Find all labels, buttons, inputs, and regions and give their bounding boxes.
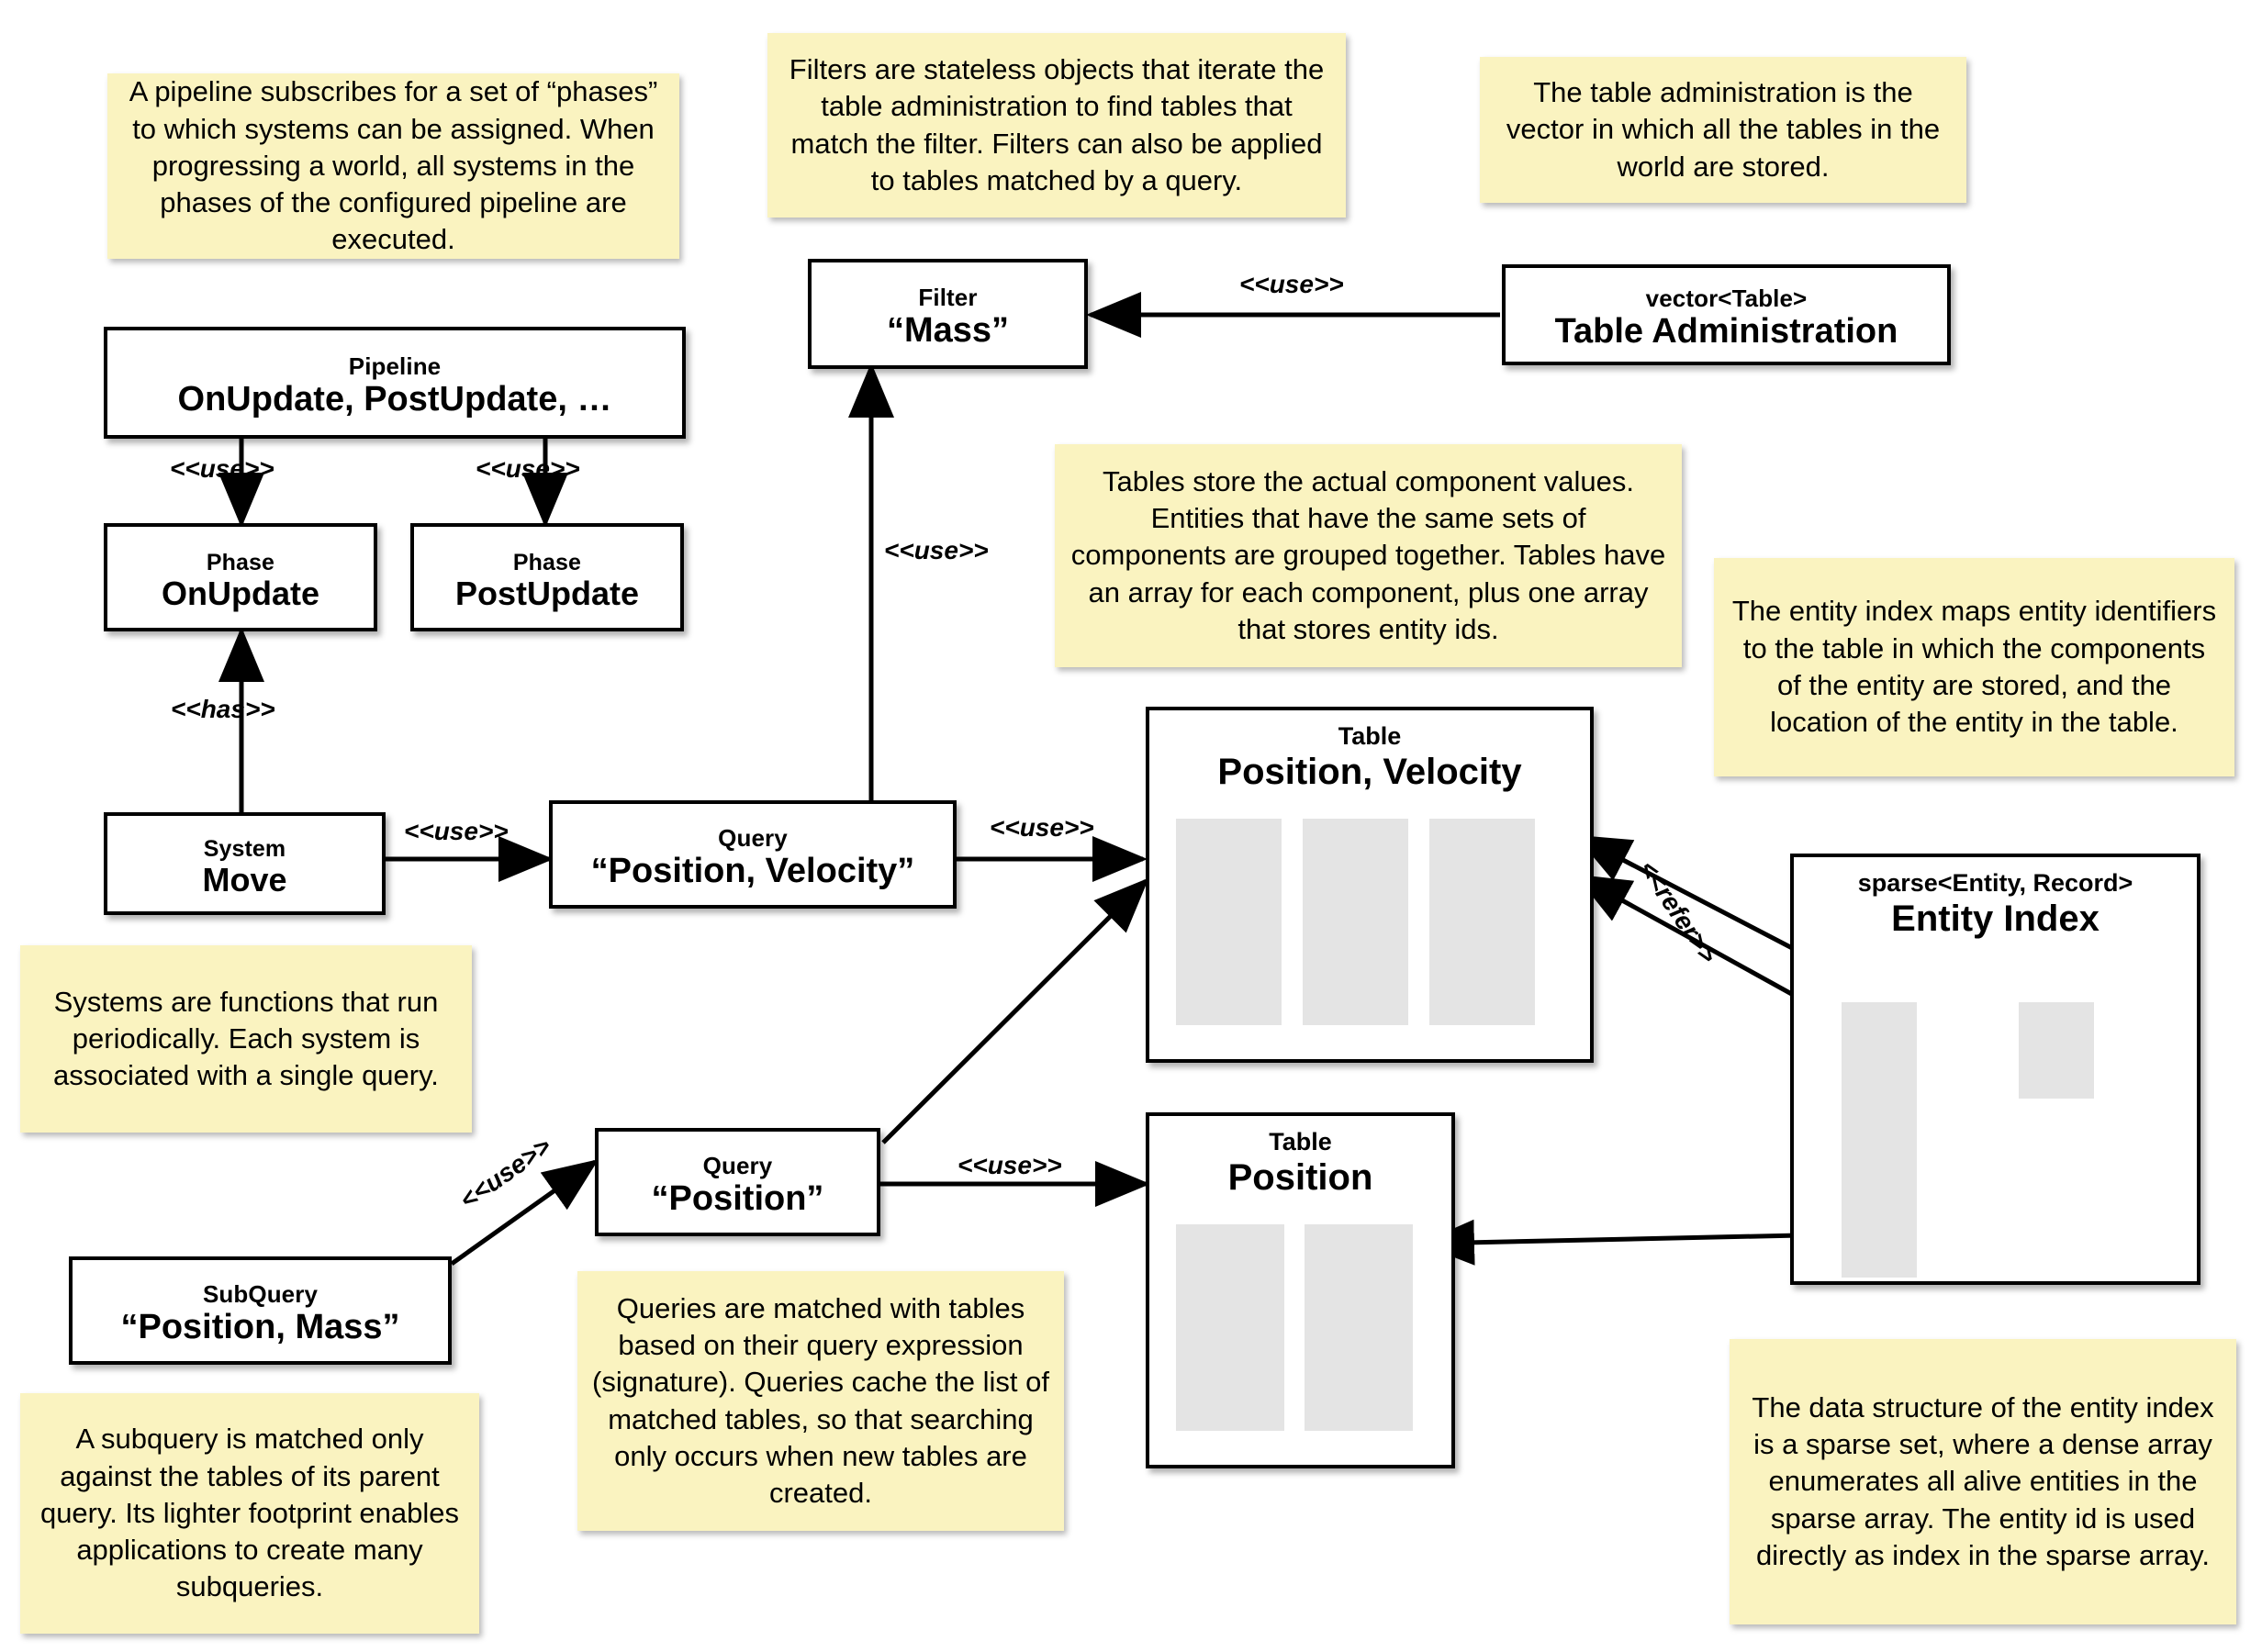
box-table-position-velocity-header: Table Position, Velocity [1149,710,1590,793]
label-system-uses-query-text: <<use>> [404,817,509,845]
box-subquery-position-mass-name: “Position, Mass” [120,1308,400,1347]
box-table-administration-name: Table Administration [1554,312,1898,352]
note-systems: Systems are functions that run periodica… [20,945,472,1133]
note-filters-text: Filters are stateless objects that itera… [789,52,1325,196]
box-subquery-position-mass[interactable]: SubQuery “Position, Mass” [69,1256,452,1365]
box-query-position-name: “Position” [651,1179,824,1219]
note-queries-text: Queries are matched with tables based on… [592,1291,1049,1510]
box-pipeline-name: OnUpdate, PostUpdate, … [177,380,612,419]
box-phase-onupdate-stereotype: Phase [206,549,275,575]
box-phase-onupdate-name: OnUpdate [161,574,319,612]
box-pipeline-stereotype: Pipeline [348,352,442,381]
box-table-position-velocity-name: Position, Velocity [1217,751,1522,792]
box-table-administration[interactable]: vector<Table> Table Administration [1502,264,1951,365]
label-index-refers-table-text: <<refer>> [1633,855,1723,969]
note-entity-index: The entity index maps entity identifiers… [1714,558,2234,776]
box-entity-index-header: sparse<Entity, Record> Entity Index [1794,857,2197,940]
note-tables-text: Tables store the actual component values… [1070,464,1666,645]
box-system-move-name: Move [202,860,287,899]
box-system-move[interactable]: System Move [104,812,386,915]
label-queryposition-uses-table-text: <<use>> [957,1151,1062,1179]
box-table-administration-stereotype: vector<Table> [1645,285,1808,313]
note-pipeline: A pipeline subscribes for a set of “phas… [107,73,679,259]
entity-index-sparse-array [1842,1002,1917,1278]
note-table-administration: The table administration is the vector i… [1480,57,1966,203]
label-admin-uses-filter-text: <<use>> [1239,270,1344,298]
note-table-administration-text: The table administration is the vector i… [1506,76,1941,183]
label-subquery-uses-query-text: <<use>> [454,1131,556,1215]
label-pipeline-postupdate-text: <<use>> [476,454,580,483]
box-table-position-name: Position [1227,1156,1373,1198]
label-queryposition-uses-table: <<use>> [957,1151,1062,1180]
label-query-uses-table: <<use>> [990,813,1094,843]
table-position-arrays [1176,1224,1433,1431]
box-phase-postupdate-name: PostUpdate [454,574,640,612]
note-subquery-text: A subquery is matched only against the t… [39,1423,460,1603]
note-tables: Tables store the actual component values… [1055,444,1682,667]
box-filter-mass-stereotype: Filter [918,284,978,312]
box-phase-postupdate[interactable]: Phase PostUpdate [410,523,684,631]
box-entity-index-stereotype: sparse<Entity, Record> [1857,869,2133,897]
box-filter-mass[interactable]: Filter “Mass” [808,259,1088,369]
box-query-position-velocity-name: “Position, Velocity” [590,852,915,891]
box-table-position-stereotype: Table [1269,1128,1332,1155]
note-subquery: A subquery is matched only against the t… [20,1393,479,1634]
note-sparse-set-text: The data structure of the entity index i… [1752,1390,2214,1571]
edge-index-to-table-p [1419,1219,1842,1266]
box-entity-index[interactable]: sparse<Entity, Record> Entity Index [1790,854,2200,1285]
box-query-position-velocity-stereotype: Query [718,824,788,853]
label-system-has-phase-text: <<has>> [171,695,275,723]
label-query-uses-filter: <<use>> [884,536,989,565]
box-pipeline[interactable]: Pipeline OnUpdate, PostUpdate, … [104,327,686,439]
box-query-position-stereotype: Query [702,1152,773,1180]
table-column-array [1305,1224,1413,1431]
box-entity-index-name: Entity Index [1891,898,2100,939]
note-queries: Queries are matched with tables based on… [577,1271,1064,1531]
label-query-uses-filter-text: <<use>> [884,536,989,564]
box-system-move-stereotype: System [203,835,286,862]
note-sparse-set: The data structure of the entity index i… [1730,1339,2236,1624]
table-column-array [1303,819,1408,1025]
note-entity-index-text: The entity index maps entity identifiers… [1731,595,2217,739]
box-table-position-header: Table Position [1149,1116,1451,1199]
box-query-position[interactable]: Query “Position” [595,1128,880,1236]
label-subquery-uses-query: <<use>> [454,1132,556,1215]
box-subquery-position-mass-stereotype: SubQuery [202,1280,319,1309]
label-pipeline-onupdate: <<use>> [170,454,274,484]
table-column-array [1429,819,1535,1025]
table-column-array [1176,1224,1284,1431]
label-pipeline-onupdate-text: <<use>> [170,454,274,483]
box-table-position-velocity-stereotype: Table [1338,722,1402,750]
box-query-position-velocity[interactable]: Query “Position, Velocity” [549,800,957,909]
box-filter-mass-name: “Mass” [886,311,1010,351]
label-system-uses-query: <<use>> [404,817,509,846]
note-pipeline-text: A pipeline subscribes for a set of “phas… [129,75,658,256]
note-filters: Filters are stateless objects that itera… [767,33,1346,218]
box-phase-postupdate-stereotype: Phase [512,549,582,575]
edge-queryp-to-table-pv [881,877,1149,1144]
label-system-has-phase: <<has>> [171,695,275,724]
label-pipeline-postupdate: <<use>> [476,454,580,484]
table-position-velocity-arrays [1176,819,1571,1025]
note-systems-text: Systems are functions that run periodica… [53,985,439,1092]
entity-index-dense-array [2019,1002,2094,1099]
table-column-array [1176,819,1282,1025]
label-admin-uses-filter: <<use>> [1239,270,1344,299]
label-index-refers-table: <<refer>> [1632,855,1722,969]
box-table-position[interactable]: Table Position [1146,1112,1455,1468]
box-table-position-velocity[interactable]: Table Position, Velocity [1146,707,1594,1063]
label-query-uses-table-text: <<use>> [990,813,1094,842]
box-phase-onupdate[interactable]: Phase OnUpdate [104,523,377,631]
